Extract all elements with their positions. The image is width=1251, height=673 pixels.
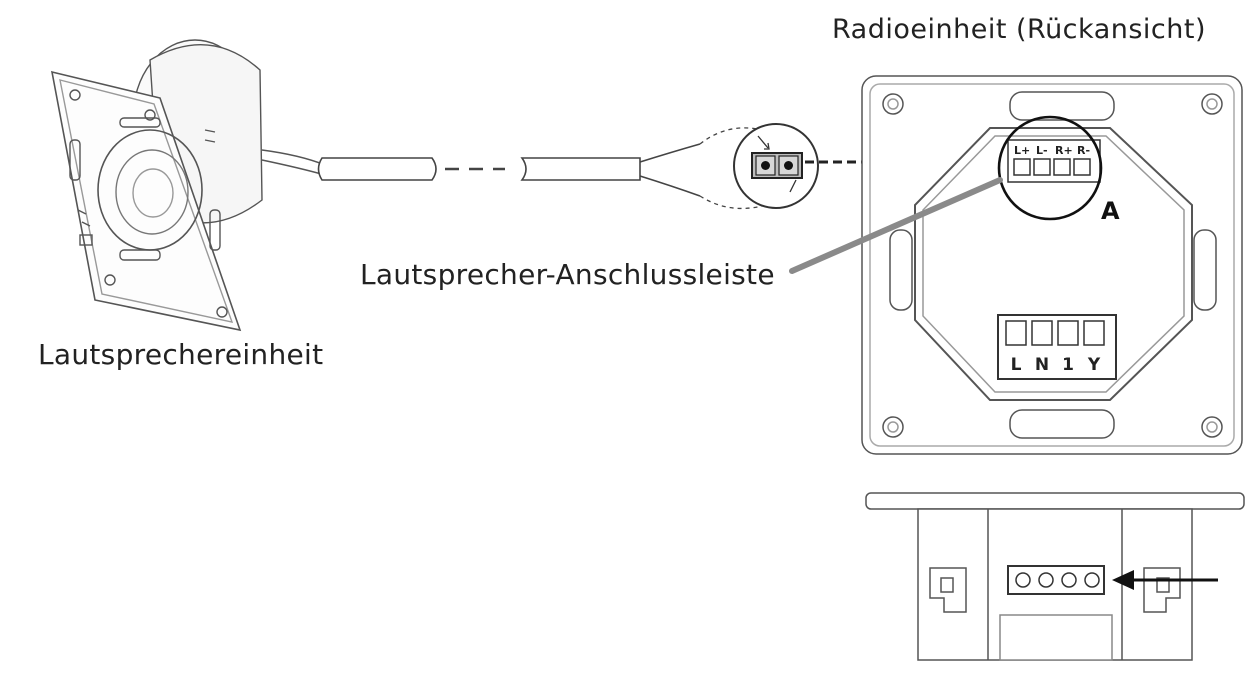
connector-magnifier (733, 123, 819, 209)
terminal-strip-label: Lautsprecher-Anschlussleiste (360, 258, 775, 291)
terminal-label-n: N (1035, 355, 1049, 375)
terminal-label-l: L (1011, 355, 1022, 375)
speaker-terminal-labels: L+ L- R+ R- (1014, 144, 1090, 157)
terminal-label-1: 1 (1062, 355, 1074, 375)
speaker-unit-label: Lautsprechereinheit (38, 338, 324, 371)
callout-circle-a (997, 115, 1103, 221)
terminal-label-antenna: Y (1087, 355, 1101, 375)
terminal-label-r-minus: R- (1077, 144, 1090, 157)
speaker-cable (317, 127, 763, 210)
radio-unit-side-view (865, 492, 1245, 661)
speaker-unit-illustration (50, 39, 326, 332)
terminal-label-r-plus: R+ (1055, 144, 1073, 157)
mains-terminal-labels: L N 1 Y (1011, 355, 1101, 375)
terminal-strip-pointer (789, 177, 1003, 274)
diagram-title: Radioeinheit (Rückansicht) (832, 14, 1206, 45)
side-view-arrow (1112, 570, 1218, 590)
terminal-label-l-minus: L- (1036, 144, 1048, 157)
terminal-label-l-plus: L+ (1014, 144, 1030, 157)
callout-letter: A (1101, 197, 1120, 225)
radio-unit-rear-view (861, 75, 1243, 455)
